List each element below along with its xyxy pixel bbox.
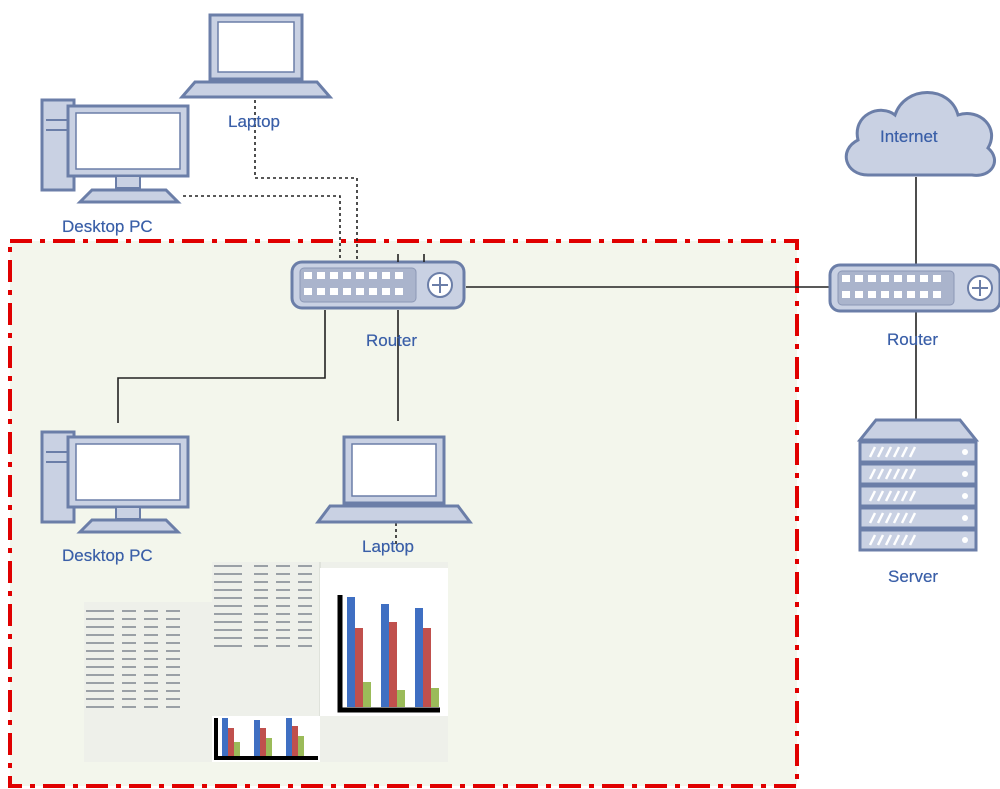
spreadsheet-thumbnail [84,602,212,762]
bar-chart-thumbnail [320,568,448,716]
laptop-label: Laptop [228,112,280,131]
laptop-icon [178,13,334,99]
desktop-pc-label: Desktop PC [62,217,153,236]
link-laptop-top-router [254,100,358,262]
bar-chart-thumbnail [212,716,320,762]
router-icon [290,254,466,310]
server-label: Server [888,567,939,586]
connectors [117,100,917,546]
cloud-icon [844,91,996,177]
desktop-pc-label: Desktop PC [62,546,153,565]
desktop-pc-icon [40,98,190,204]
router-icon [828,263,1000,313]
router-label: Router [366,331,418,350]
desktop-pc-icon [40,430,190,534]
internet-label: Internet [880,127,938,146]
laptop-icon [315,435,473,524]
laptop-label: Laptop [362,537,414,556]
link-router-desktop-bottom [117,310,326,423]
router-label: Router [887,330,939,349]
server-icon [856,418,980,552]
link-desktop-top-router [183,195,341,262]
